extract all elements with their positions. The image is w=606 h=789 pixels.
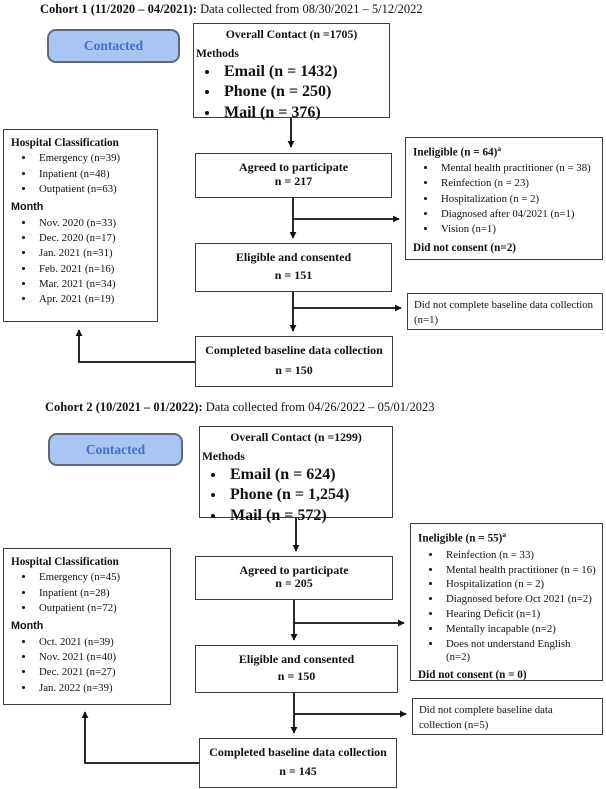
cohort1-agreed-box: Agreed to participate n = 217 <box>195 153 392 198</box>
cohort1-completed-box: Completed baseline data collection n = 1… <box>195 336 393 387</box>
agreed-line1: Agreed to participate <box>239 563 349 577</box>
cohort2-eligible-box: Eligible and consented n = 150 <box>195 645 398 693</box>
cohort2-ineligible-box: Ineligible (n = 55)a Reinfection (n = 33… <box>410 523 603 681</box>
completed-n: n = 145 <box>279 763 317 778</box>
hospital-classification-label: Hospital Classification <box>11 137 119 149</box>
list-item: Jan. 2021 (n=31) <box>35 247 152 261</box>
cohort1-heading: Cohort 1 (11/2020 – 04/2021): Data colle… <box>40 2 423 17</box>
agreed-line1: Agreed to participate <box>238 160 349 174</box>
list-item: Nov. 2021 (n=40) <box>35 651 165 665</box>
classification-list: Emergency (n=45) Inpatient (n=28)Outpatie… <box>11 571 165 615</box>
cohort2-heading-bold: Cohort 2 (10/2021 – 01/2022): <box>45 400 203 414</box>
methods-label: Methods <box>196 48 239 60</box>
eligible-n: n = 150 <box>277 668 316 683</box>
list-item: Phone (n = 1,254) <box>226 486 392 504</box>
list-item: Nov. 2020 (n=33) <box>35 217 152 231</box>
ineligible-title: Ineligible (n = 64)a <box>413 144 597 160</box>
cohort2-hospital-classification-box: Hospital Classification Emergency (n=45)… <box>3 548 171 705</box>
did-not-consent-label: Did not consent (n = 0) <box>418 668 527 681</box>
classification-list: Emergency (n=39) Inpatient (n=48)Outpatie… <box>11 152 152 196</box>
ineligible-superscript: a <box>497 144 502 153</box>
list-item: Phone (n = 250) <box>220 83 389 101</box>
list-item: Hospitalization (n = 2) <box>437 193 597 207</box>
cohort2-overall-contact-box: Overall Contact (n =1299) Methods Email … <box>199 426 393 524</box>
ineligible-reasons-list: Mental health practitioner (n = 38)Reinf… <box>413 162 597 237</box>
cohort1-heading-bold: Cohort 1 (11/2020 – 04/2021): <box>40 2 197 16</box>
list-item: Reinfection (n = 33) <box>442 549 597 562</box>
eligible-line1: Eligible and consented <box>235 250 352 264</box>
ineligible-title-text: Ineligible (n = 64) <box>413 146 498 159</box>
methods-list: Email (n = 1432) Phone (n = 250) Mail (n =… <box>194 63 389 122</box>
list-item: Feb. 2021 (n=16) <box>35 263 152 277</box>
list-item: Diagnosed after 04/2021 (n=1) <box>437 208 597 222</box>
cohort1-overall-contact-box: Overall Contact (n =1705) Methods Email … <box>193 23 390 121</box>
list-item: Email (n = 624) <box>226 466 392 484</box>
list-item: Mentally incapable (n=2) <box>442 623 597 636</box>
methods-label: Methods <box>202 451 245 463</box>
list-item: Outpatient (n=72) <box>35 602 165 616</box>
list-item: Dec. 2021 (n=27) <box>35 666 165 680</box>
month-label: Month <box>11 200 44 213</box>
ineligible-title-text: Ineligible (n = 55) <box>418 532 503 545</box>
hospital-classification-label: Hospital Classification <box>11 556 119 568</box>
list-item: Mar. 2021 (n=34) <box>35 278 152 292</box>
list-item: Oct. 2021 (n=39) <box>35 636 165 650</box>
cohort2-contacted-badge: Contacted <box>48 433 183 466</box>
list-item: Inpatient (n=28) <box>35 587 165 601</box>
agreed-n: n = 217 <box>274 173 313 188</box>
completed-line1: Completed baseline data collection <box>205 343 383 357</box>
list-item: Dec. 2020 (n=17) <box>35 232 152 246</box>
list-item: Email (n = 1432) <box>220 63 389 81</box>
eligible-line1: Eligible and consented <box>238 652 355 666</box>
list-item: Mail (n = 572) <box>226 507 392 525</box>
cohort2-completed-box: Completed baseline data collection n = 1… <box>199 738 397 788</box>
cohort2-agreed-box: Agreed to participate n = 205 <box>195 556 393 600</box>
cohort2-heading-normal: Data collected from 04/26/2022 – 05/01/2… <box>202 400 435 414</box>
eligible-n: n = 151 <box>274 267 313 282</box>
list-item: Diagnosed before Oct 2021 (n=2) <box>442 593 597 606</box>
dropout-text: Did not complete baseline data collectio… <box>414 299 593 326</box>
list-item: Emergency (n=39) <box>35 152 152 166</box>
ineligible-title: Ineligible (n = 55)a <box>418 530 597 547</box>
overall-contact-title: Overall Contact (n =1299) <box>230 430 362 444</box>
agreed-n: n = 205 <box>275 576 313 591</box>
list-item: Mail (n = 376) <box>220 104 389 122</box>
list-item: Outpatient (n=63) <box>35 183 152 197</box>
did-not-consent-label: Did not consent (n=2) <box>413 242 517 255</box>
cohort2-heading: Cohort 2 (10/2021 – 01/2022): Data colle… <box>45 400 435 415</box>
completed-line1: Completed baseline data collection <box>209 745 387 759</box>
list-item: Reinfection (n = 23) <box>437 177 597 191</box>
cohort1-hospital-classification-box: Hospital Classification Emergency (n=39)… <box>3 129 158 322</box>
list-item: Inpatient (n=48) <box>35 168 152 182</box>
contacted-label: Contacted <box>85 441 146 457</box>
cohort1-ineligible-box: Ineligible (n = 64)a Mental health pract… <box>405 137 603 260</box>
list-item: Apr. 2021 (n=19) <box>35 293 152 307</box>
methods-list: Email (n = 624) Phone (n = 1,254) Mail (n … <box>200 466 392 525</box>
cohort1-contacted-badge: Contacted <box>47 29 180 63</box>
month-list: Oct. 2021 (n=39)Nov. 2021 (n=40)Dec. 202… <box>11 636 165 696</box>
contacted-label: Contacted <box>83 38 144 53</box>
list-item: Mental health practitioner (n = 38) <box>437 162 597 176</box>
month-list: Nov. 2020 (n=33)Dec. 2020 (n=17)Jan. 202… <box>11 217 152 307</box>
cohort1-heading-normal: Data collected from 08/30/2021 – 5/12/20… <box>196 2 423 16</box>
list-item: Hospitalization (n = 2) <box>442 578 597 591</box>
month-label: Month <box>11 619 44 632</box>
cohort1-eligible-box: Eligible and consented n = 151 <box>195 243 392 292</box>
overall-contact-title: Overall Contact (n =1705) <box>225 27 358 41</box>
list-item: Mental health practitioner (n = 16) <box>442 564 597 577</box>
cohort1-dropout-box: Did not complete baseline data collectio… <box>407 293 603 330</box>
list-item: Hearing Deficit (n=1) <box>442 608 597 621</box>
ineligible-superscript: a <box>502 530 507 539</box>
ineligible-reasons-list: Reinfection (n = 33) Mental health practi… <box>418 549 597 665</box>
list-item: Jan. 2022 (n=39) <box>35 682 165 696</box>
dropout-text: Did not complete baseline data collectio… <box>419 704 553 731</box>
cohort2-dropout-box: Did not complete baseline data collectio… <box>412 698 603 735</box>
list-item: Does not understand English (n=2) <box>442 638 597 665</box>
list-item: Vision (n=1) <box>437 223 597 237</box>
completed-n: n = 150 <box>275 362 313 377</box>
list-item: Emergency (n=45) <box>35 571 165 585</box>
